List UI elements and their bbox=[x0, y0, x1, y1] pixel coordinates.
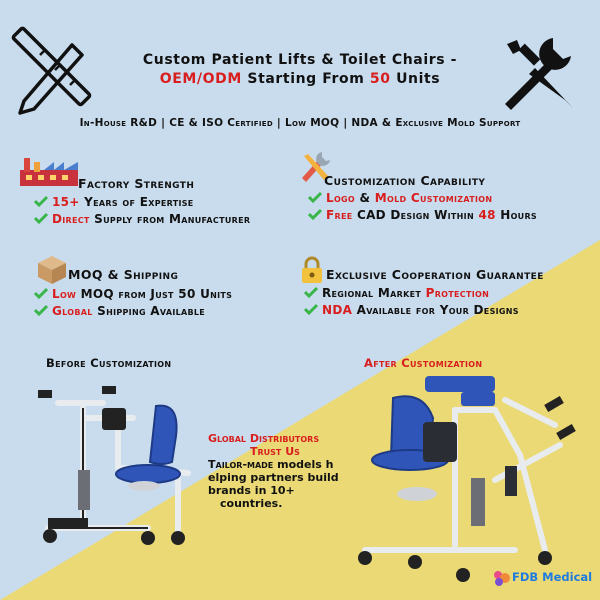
certifications-line: In-House R&D | CE & ISO Certified | Low … bbox=[79, 117, 521, 129]
customization-title: Customization Capability bbox=[324, 173, 486, 188]
distributors-line6: countries. bbox=[220, 497, 283, 510]
header-title-line1: Custom Patient Lifts & Toilet Chairs - bbox=[142, 52, 458, 68]
min-units-value: 50 bbox=[369, 71, 391, 87]
factory-item-2: Direct Supply from Manufacturer bbox=[34, 211, 250, 227]
exclusive-item-2: NDA Available for Your Designs bbox=[304, 302, 519, 318]
check-icon bbox=[304, 286, 318, 298]
box-icon bbox=[38, 256, 66, 284]
logo-text: FDB Medical bbox=[512, 570, 593, 584]
check-icon bbox=[304, 303, 318, 315]
moq-shipping-title: MOQ & Shipping bbox=[68, 267, 179, 282]
logo-mark-icon bbox=[494, 571, 510, 586]
fdb-medical-logo: FDB Medical bbox=[492, 568, 596, 588]
exclusive-title: Exclusive Cooperation Guarantee bbox=[326, 267, 544, 282]
customization-item-2: Free CAD Design Within 48 Hours bbox=[308, 207, 537, 223]
moq-item-1: Low MOQ from Just 50 Units bbox=[34, 286, 232, 302]
oem-odm-label: OEM/ODM bbox=[159, 71, 242, 87]
check-icon bbox=[308, 208, 322, 220]
after-chair-image bbox=[358, 376, 576, 582]
distributors-line4: elping partners build bbox=[208, 471, 339, 484]
distributors-line1: Global Distributors bbox=[208, 432, 320, 445]
customization-item-1: Logo & Mold Customization bbox=[308, 190, 492, 206]
factory-item-1: 15+ Years of Expertise bbox=[34, 194, 194, 210]
tools-icon bbox=[302, 152, 330, 182]
before-customization-label: Before Customization bbox=[46, 356, 172, 370]
header-title-line2: OEM/ODM Starting From 50 Units bbox=[159, 71, 441, 87]
check-icon bbox=[34, 212, 48, 224]
check-icon bbox=[34, 304, 48, 316]
factory-strength-title: Factory Strength bbox=[78, 176, 195, 191]
distributors-line2: Trust Us bbox=[250, 445, 300, 458]
exclusive-item-1: Regional Market Protection bbox=[304, 285, 489, 301]
moq-item-2: Global Shipping Available bbox=[34, 303, 205, 319]
ruler-pencil-icon bbox=[11, 26, 92, 115]
check-icon bbox=[34, 287, 48, 299]
after-customization-label: After Customization bbox=[364, 356, 483, 370]
padlock-icon bbox=[302, 256, 322, 283]
check-icon bbox=[308, 191, 322, 203]
distributors-line3: Tailor-made models h bbox=[208, 458, 334, 471]
before-chair-image bbox=[38, 386, 191, 545]
check-icon bbox=[34, 195, 48, 207]
distributors-line5: brands in 10+ bbox=[208, 484, 295, 497]
wrench-screwdriver-icon bbox=[505, 38, 573, 110]
factory-icon bbox=[20, 158, 78, 186]
